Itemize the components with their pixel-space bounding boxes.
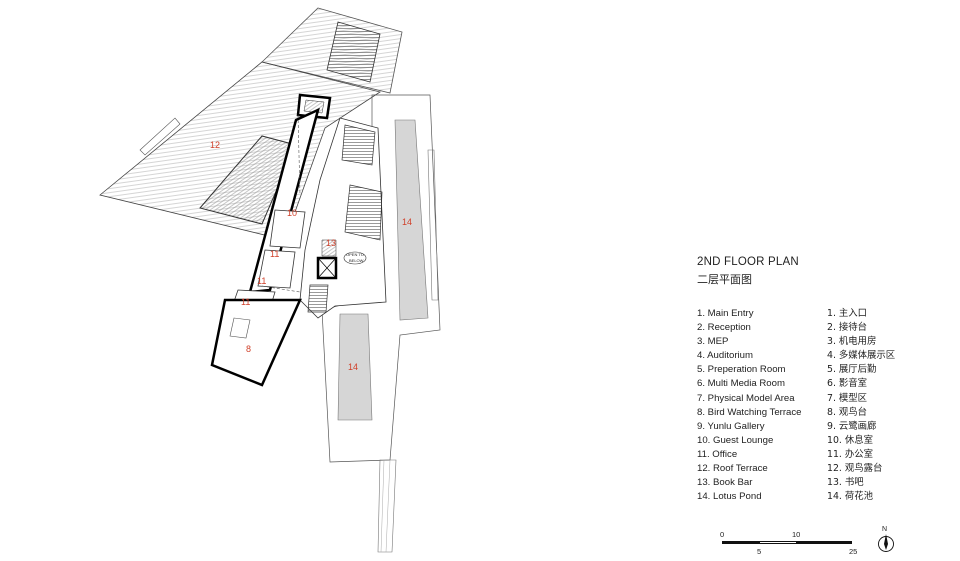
label-office-c: 11 [241,297,250,307]
legend-item: 7. 模型区 [827,392,868,404]
legend-list-english: 1. Main Entry 2. Reception 3. MEP 4. Aud… [697,307,827,504]
legend-item: 5. Preperation Room [697,364,786,376]
label-guest-lounge: 10 [287,208,297,218]
label-office-a: 11 [270,249,279,259]
scale-segment [760,541,796,544]
legend-item: 7. Physical Model Area [697,392,795,404]
legend-item: 11. Office [697,448,738,460]
scale-segment [796,541,852,544]
legend-item: 13. Book Bar [697,477,753,489]
scale-tick-10: 10 [792,530,801,539]
legend-item: 14. Lotus Pond [697,491,762,503]
legend-list-chinese: 1. 主入口 2. 接待台 3. 机电用房 4. 多媒体展示区 5. 展厅后勤 … [827,307,937,504]
legend-item: 14. 荷花池 [827,491,874,503]
legend-item: 13. 书吧 [827,477,864,489]
label-roof-terrace: 12 [210,140,220,150]
legend-item: 1. Main Entry [697,308,754,319]
legend-item: 4. Auditorium [697,350,753,362]
label-lotus-pond-b: 14 [348,362,358,372]
legend-title: 2ND FLOOR PLAN [697,256,799,268]
scale-segment [722,541,760,544]
north-wing [261,7,403,94]
west-wing [210,107,320,387]
label-open-to-below-1: OPEN TO [346,252,364,257]
legend-subtitle: 二层平面图 [697,273,752,286]
legend-item: 9. Yunlu Gallery [697,420,765,432]
scale-tick-5: 5 [757,547,762,556]
legend-item: 10. 休息室 [827,434,874,446]
label-bird-terrace: 8 [246,344,251,354]
legend-item: 3. 机电用房 [827,336,877,348]
legend-item: 8. 观鸟台 [827,406,868,418]
legend: 2ND FLOOR PLAN 二层平面图 1. Main Entry 2. Re… [697,256,937,502]
legend-item: 12. Roof Terrace [697,463,768,475]
compass-icon [878,534,894,552]
legend-item: 2. 接待台 [827,322,868,334]
legend-item: 5. 展厅后勤 [827,364,877,376]
north-label: N [882,526,888,533]
legend-item: 11. 办公室 [827,448,874,460]
legend-item: 8. Bird Watching Terrace [697,406,802,418]
label-open-to-below-2: BELOW [349,258,364,263]
legend-item: 12. 观鸟露台 [827,463,883,475]
legend-item: 1. 主入口 [827,308,868,319]
label-book-bar: 13 [326,238,336,248]
label-lotus-pond-a: 14 [402,217,412,227]
label-office-b: 11 [257,276,266,286]
building-core [296,93,387,319]
legend-item: 6. 影音室 [827,378,868,390]
east-wing [321,94,441,553]
legend-item: 4. 多媒体展示区 [827,350,896,362]
legend-item: 6. Multi Media Room [697,378,785,390]
scale-tick-25: 25 [849,547,858,556]
legend-item: 2. Reception [697,322,751,334]
legend-item: 10. Guest Lounge [697,434,774,446]
legend-item: 3. MEP [697,336,729,348]
legend-item: 9. 云鹭画廊 [827,420,877,432]
scale-tick-0: 0 [720,530,725,539]
north-arrow: N [875,526,897,554]
scale-bar: 0 10 5 25 [718,530,868,556]
